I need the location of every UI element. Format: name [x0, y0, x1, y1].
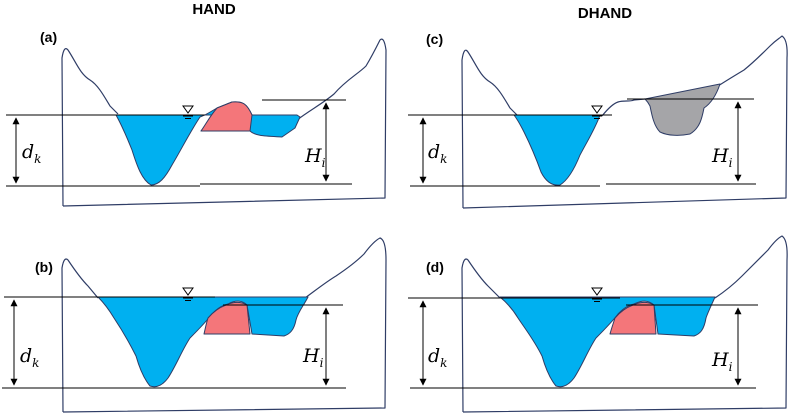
panel-c-dk-symbol: dk: [428, 141, 447, 166]
panel-b-water-surface-icon: [182, 287, 194, 296]
panel-d: (d) dk Hi: [408, 235, 788, 413]
hand-column-header: HAND: [192, 1, 235, 18]
panel-d-water-surface-icon: [591, 287, 603, 296]
panel-a-dk-symbol: dk: [22, 141, 41, 166]
panel-d-dk-symbol: dk: [428, 345, 447, 370]
panel-d-label: (d): [426, 259, 444, 275]
panel-b: (b) dk Hi: [2, 237, 387, 413]
panel-c-label: (c): [426, 31, 443, 47]
panel-b-dk-symbol: dk: [20, 345, 39, 370]
panel-a-water-surface-icon: [182, 105, 194, 114]
panel-b-terrain: [61, 237, 387, 413]
dhand-column-header: DHAND: [578, 5, 632, 22]
panel-a: (a) dk Hi: [6, 29, 387, 207]
panel-d-hi-symbol: Hi: [711, 349, 733, 374]
panel-c: (c) dk Hi: [408, 31, 788, 209]
panel-b-hi-symbol: Hi: [302, 345, 324, 370]
panel-c-water-surface-icon: [591, 105, 603, 114]
panel-a-terrain: [61, 38, 387, 207]
panel-a-hi-symbol: Hi: [304, 145, 326, 170]
panel-b-label: (b): [35, 259, 53, 275]
panel-c-hi-symbol: Hi: [711, 145, 733, 170]
panel-a-label: (a): [40, 29, 57, 45]
